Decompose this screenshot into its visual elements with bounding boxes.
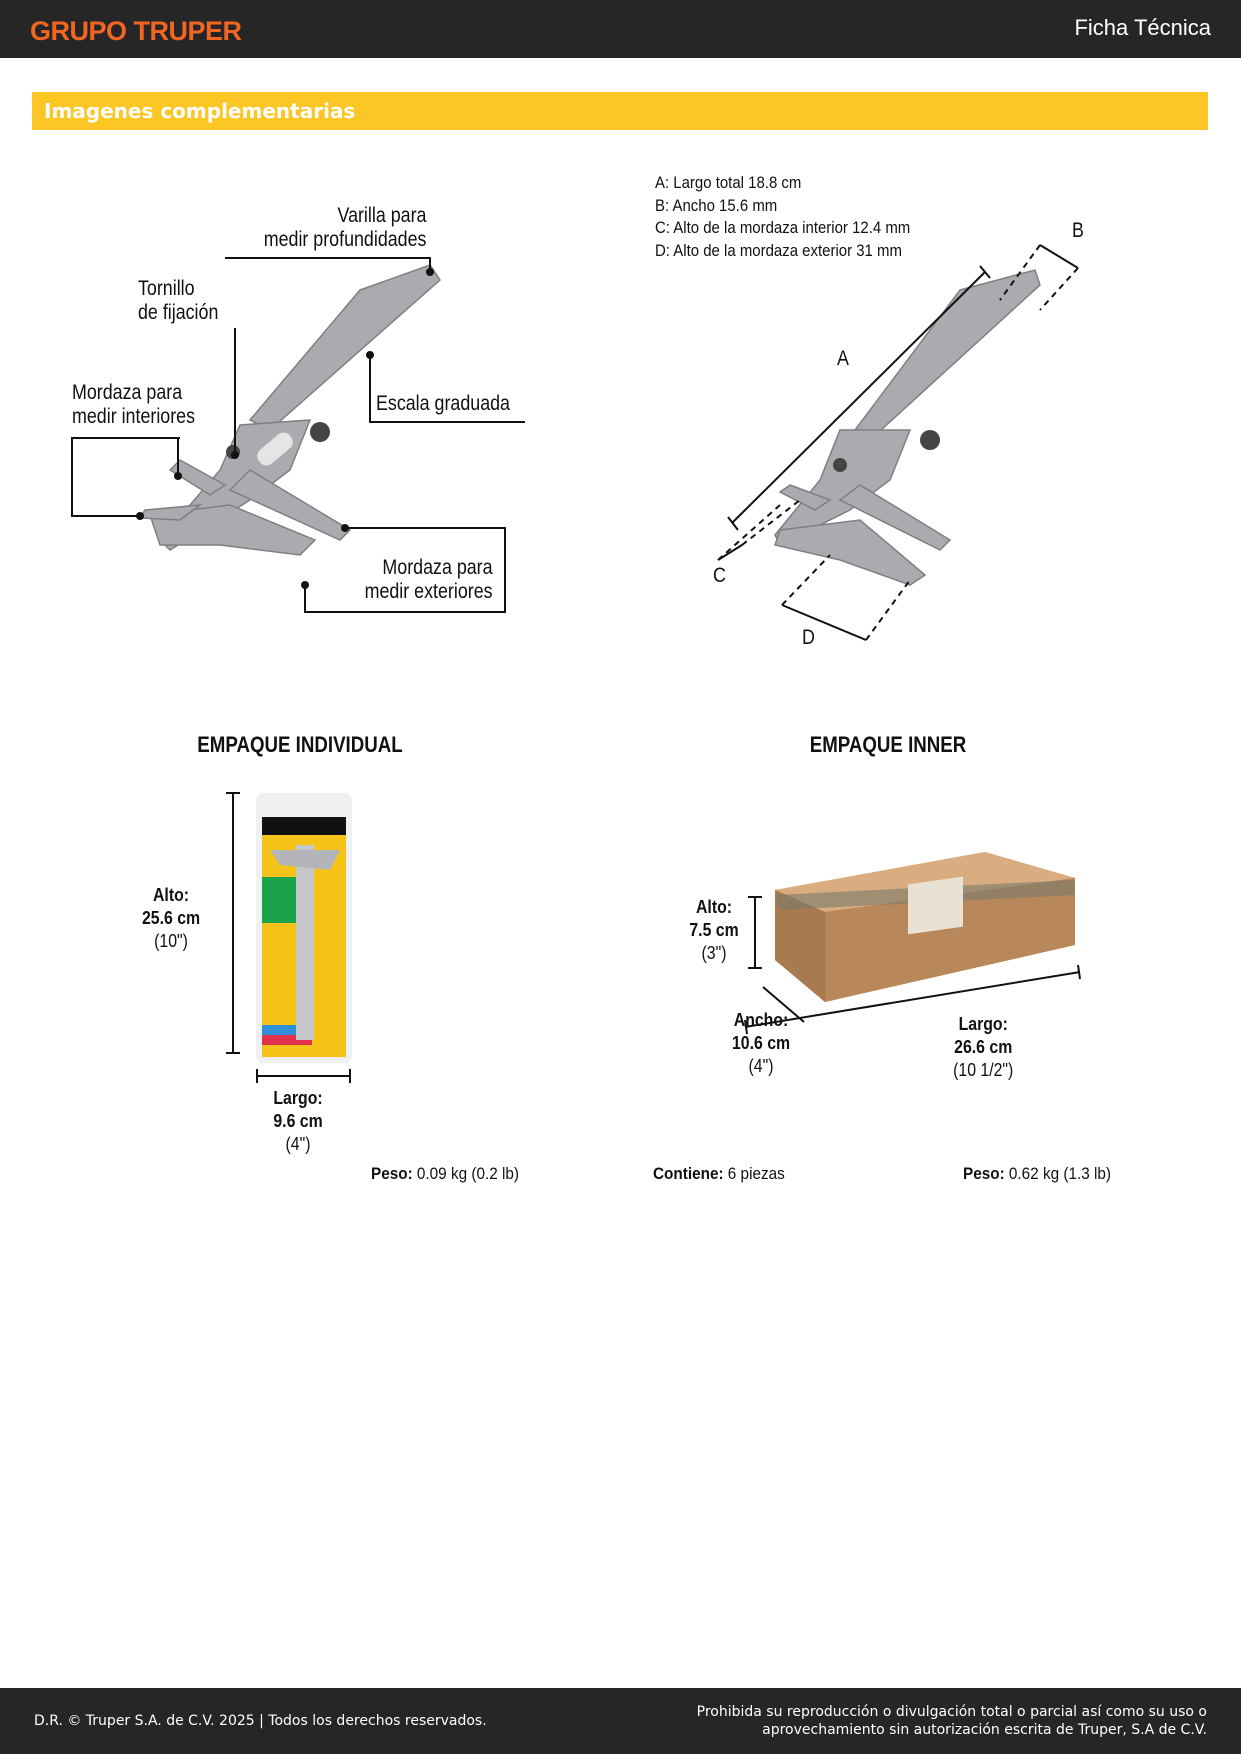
brand-logo: GRUPO TRUPER: [30, 16, 242, 46]
letter-b: B: [1072, 219, 1084, 242]
inner-package-title: EMPAQUE INNER: [809, 732, 967, 757]
section-title: Imagenes complementarias: [44, 99, 356, 123]
inner-weight: Peso: 0.62 kg (1.3 lb): [963, 1164, 1111, 1183]
inner-length: Largo:26.6 cm(10 1/2"): [953, 1014, 1014, 1080]
inner-box-image: [744, 852, 1081, 1035]
footer: D.R. © Truper S.A. de C.V. 2025 | Todos …: [0, 1688, 1241, 1754]
letter-c: C: [713, 564, 726, 587]
label-scale: Escala graduada: [376, 392, 510, 415]
inner-width: Ancho:10.6 cm(4"): [731, 1010, 791, 1076]
individual-length: Largo:9.6 cm(4"): [273, 1088, 323, 1154]
individual-height: Alto:25.6 cm(10"): [141, 885, 201, 951]
individual-package-title: EMPAQUE INDIVIDUAL: [197, 732, 403, 757]
caliper-parts-image: [71, 257, 525, 613]
letter-a: A: [837, 347, 849, 370]
individual-weight: Peso: 0.09 kg (0.2 lb): [371, 1164, 519, 1183]
caliper-dimensions-image: [717, 244, 1079, 641]
document-title: Ficha Técnica: [1074, 15, 1211, 40]
legal-notice: Prohibida su reproducción o divulgación …: [696, 1704, 1207, 1738]
section-header: Imagenes complementarias: [32, 92, 1208, 130]
inner-height: Alto:7.5 cm(3"): [689, 897, 739, 963]
blister-package-image: [226, 792, 352, 1083]
letter-d: D: [802, 626, 815, 649]
header-bar: GRUPO TRUPER Ficha Técnica: [0, 0, 1241, 58]
copyright: D.R. © Truper S.A. de C.V. 2025 | Todos …: [34, 1713, 487, 1729]
inner-contents: Contiene: 6 piezas: [653, 1164, 785, 1183]
